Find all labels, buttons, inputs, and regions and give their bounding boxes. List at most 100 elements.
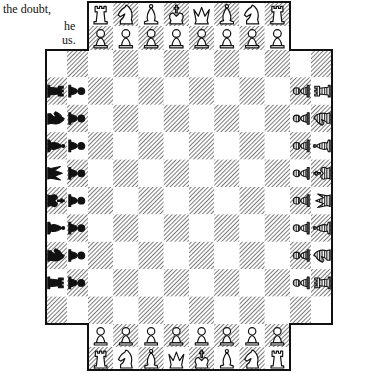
board-square: [164, 269, 189, 296]
chess-piece: [69, 195, 85, 207]
chess-piece: [145, 30, 158, 48]
piece-part: [293, 197, 300, 204]
piece-part: [301, 87, 308, 95]
board-square: [88, 105, 113, 132]
chess-piece: [69, 140, 85, 152]
board-square: [113, 187, 138, 214]
chess-piece: [293, 222, 309, 234]
chess-piece: [315, 85, 330, 97]
piece-part: [301, 279, 308, 287]
piece-part: [313, 144, 316, 147]
piece-part: [316, 222, 330, 234]
chess-piece: [69, 113, 85, 125]
board-square: [139, 297, 164, 324]
board-square: [214, 160, 239, 187]
page-text-fragment: us.: [62, 34, 76, 47]
board-square: [189, 269, 214, 296]
chess-piece: [293, 85, 309, 97]
board-square: [88, 50, 113, 77]
board-square: [164, 2, 189, 26]
piece-part: [78, 170, 85, 177]
board-square: [240, 132, 265, 159]
board-square: [67, 105, 88, 132]
board-square: [311, 214, 332, 241]
piece-part: [71, 279, 78, 287]
piece-part: [271, 46, 284, 48]
board-square: [139, 187, 164, 214]
piece-part: [69, 277, 71, 289]
piece-part: [147, 336, 155, 343]
board-square: [311, 269, 332, 296]
piece-part: [301, 169, 308, 177]
piece-part: [48, 167, 62, 181]
board-square: [46, 187, 67, 214]
piece-part: [307, 250, 309, 262]
board-square: [164, 77, 189, 104]
piece-part: [220, 7, 233, 24]
piece-part: [94, 46, 107, 48]
piece-part: [97, 328, 104, 335]
board-square: [113, 132, 138, 159]
piece-part: [57, 199, 64, 203]
chess-piece: [119, 30, 132, 48]
board-square: [214, 269, 239, 296]
board-square: [214, 77, 239, 104]
piece-part: [293, 88, 300, 95]
board-square: [189, 2, 214, 26]
board-square: [88, 132, 113, 159]
piece-part: [307, 195, 309, 207]
board-square: [88, 26, 113, 50]
chess-piece: [221, 350, 234, 369]
chess-piece: [220, 5, 233, 24]
board-square: [214, 347, 239, 370]
board-square: [265, 77, 290, 104]
piece-part: [147, 30, 155, 38]
board-square: [88, 347, 113, 370]
chess-piece: [195, 30, 208, 48]
piece-part: [78, 197, 85, 204]
board-square: [164, 214, 189, 241]
chess-piece: [120, 328, 133, 345]
page-text-fragment: the doubt,: [3, 3, 51, 16]
piece-part: [119, 46, 132, 48]
board-square: [290, 269, 311, 296]
board-square: [113, 50, 138, 77]
board-square: [113, 2, 138, 26]
board-square: [290, 214, 311, 241]
piece-part: [78, 280, 85, 287]
chess-piece: [170, 5, 184, 24]
chess-piece: [314, 167, 330, 179]
piece-part: [71, 169, 78, 177]
page-text-fragment: he: [64, 20, 75, 33]
piece-part: [246, 343, 259, 345]
board-square: [46, 160, 67, 187]
chess-piece: [69, 85, 85, 97]
board-square: [240, 160, 265, 187]
board-square: [311, 297, 332, 324]
chess-piece: [271, 351, 284, 368]
piece-part: [198, 328, 205, 335]
chess-piece: [271, 328, 284, 345]
piece-part: [69, 85, 71, 97]
piece-part: [271, 343, 284, 345]
chess-piece: [314, 113, 330, 126]
board-square: [139, 50, 164, 77]
board-square: [290, 132, 311, 159]
board-square: [290, 105, 311, 132]
chess-piece: [94, 30, 107, 48]
board-square: [240, 187, 265, 214]
board-square: [240, 105, 265, 132]
board-square: [88, 214, 113, 241]
chess-piece: [145, 328, 158, 345]
chess-piece: [293, 168, 309, 180]
board-square: [290, 160, 311, 187]
piece-part: [150, 350, 153, 353]
board-square: [113, 324, 138, 347]
board-square: [214, 214, 239, 241]
piece-part: [225, 350, 228, 353]
board-square: [311, 105, 332, 132]
piece-part: [307, 85, 309, 97]
chess-piece: [244, 5, 258, 24]
piece-part: [170, 343, 183, 345]
chess-piece: [293, 250, 309, 262]
